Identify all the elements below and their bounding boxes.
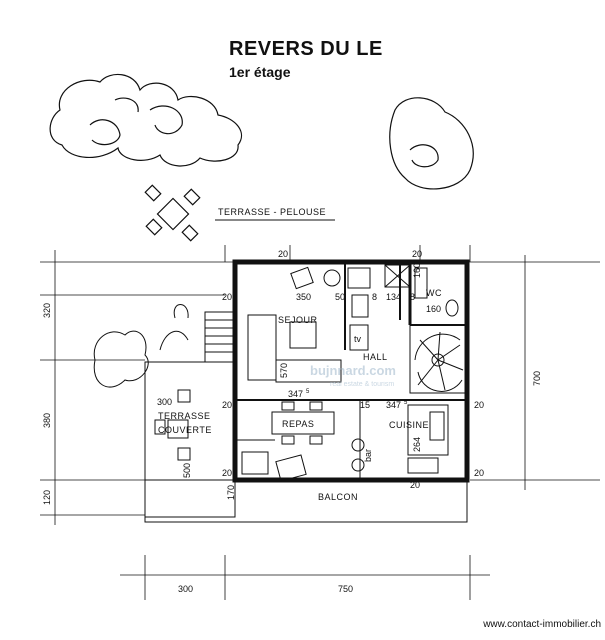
- dim-20-f: 20: [222, 468, 232, 478]
- dim-20-h: 20: [410, 480, 420, 490]
- label-terrasse-pelouse: TERRASSE - PELOUSE: [218, 207, 326, 217]
- dim-170: 170: [226, 485, 236, 500]
- dim-134: 134: [386, 292, 401, 302]
- label-terrasse: TERRASSE: [158, 411, 211, 421]
- fixtures-icon: [347, 264, 459, 474]
- dim-347-b: 347: [386, 400, 401, 410]
- garden-table-icon: [144, 184, 201, 242]
- dim-20-e: 20: [474, 400, 484, 410]
- dim-8-a: 8: [372, 292, 377, 302]
- label-repas: REPAS: [282, 419, 314, 429]
- dim-570: 570: [279, 363, 289, 378]
- floor-subtitle: 1er étage: [229, 64, 291, 80]
- dim-300-bottom: 300: [178, 584, 193, 594]
- label-hall: HALL: [363, 352, 388, 362]
- dim-500: 500: [182, 463, 192, 478]
- footer-url[interactable]: www.contact-immobilier.ch: [483, 619, 601, 630]
- dim-350: 350: [296, 292, 311, 302]
- dim-300-top: 300: [157, 397, 172, 407]
- dim-750: 750: [338, 584, 353, 594]
- dim-20-a: 20: [278, 249, 288, 259]
- dim-5-a: 5: [306, 389, 310, 395]
- dim-264: 264: [412, 437, 422, 452]
- dim-5-b: 5: [404, 400, 408, 406]
- tree-sketch-side: [93, 304, 189, 388]
- tree-sketch-left: [49, 73, 243, 167]
- dimension-lines: [40, 245, 600, 600]
- dim-8-b: 8: [410, 292, 415, 302]
- dim-120: 120: [42, 490, 52, 505]
- dim-380: 380: [42, 413, 52, 428]
- label-couverte: COUVERTE: [158, 425, 212, 435]
- dim-160-a: 160: [426, 304, 441, 314]
- dining-table-icon: [241, 401, 335, 482]
- dim-20-d: 20: [222, 400, 232, 410]
- label-bar: bar: [363, 449, 373, 462]
- label-balcon: BALCON: [318, 492, 358, 502]
- dim-50: 50: [335, 292, 345, 302]
- dim-20-g: 20: [474, 468, 484, 478]
- watermark-text: bujnnard.com: [310, 363, 396, 378]
- watermark-subtext: real estate & tourism: [330, 381, 394, 388]
- sofa-icon: [247, 266, 342, 383]
- dim-20-c: 20: [222, 292, 232, 302]
- terrace-furniture-icon: [154, 389, 191, 461]
- label-sejour: SEJOUR: [278, 315, 318, 325]
- tree-sketch-right: [389, 97, 474, 190]
- dim-160-b: 160: [412, 263, 422, 278]
- label-cuisine: CUISINE: [389, 420, 429, 430]
- dim-20-b: 20: [412, 249, 422, 259]
- exterior-stairs-icon: [204, 311, 236, 363]
- label-wc: WC: [426, 288, 442, 298]
- plan-title: REVERS DU LE: [229, 38, 383, 60]
- label-tv: tv: [354, 334, 362, 344]
- spiral-staircase-icon: [409, 324, 468, 394]
- dim-15: 15: [360, 400, 370, 410]
- dim-700: 700: [532, 371, 542, 386]
- dim-320: 320: [42, 303, 52, 318]
- dim-347-a: 347: [288, 389, 303, 399]
